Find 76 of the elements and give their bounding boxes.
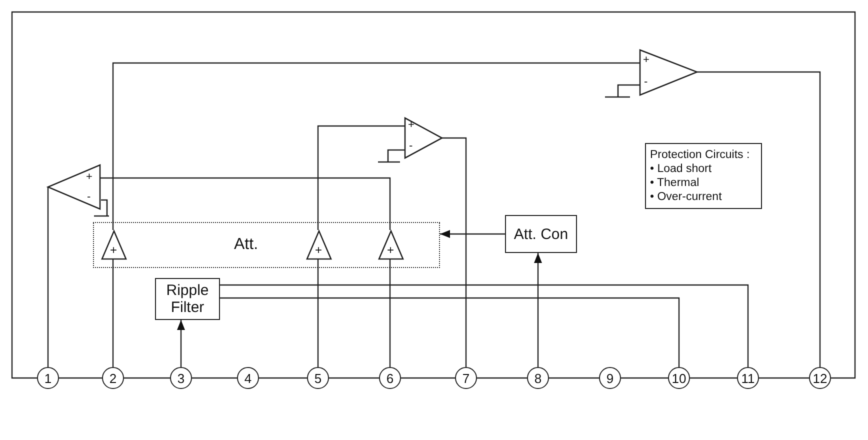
arrow: [534, 253, 542, 367]
pin-number: 8: [534, 372, 542, 384]
connection-line: [549, 377, 599, 379]
note-item: • Thermal: [650, 176, 700, 190]
minus-sign: -: [87, 192, 91, 203]
pin-number: 11: [741, 372, 755, 384]
block-label: Att. Con: [514, 226, 568, 242]
connection-line: [759, 377, 809, 379]
pin-number: 6: [386, 372, 394, 384]
pin-number: 4: [244, 372, 252, 384]
connection-line: [329, 377, 379, 379]
minus-sign: -: [644, 77, 648, 88]
connection-line: [477, 377, 527, 379]
connection-line: [442, 137, 467, 367]
plus-sign: +: [86, 172, 92, 183]
connection-line: [317, 258, 319, 367]
pin-circle: [668, 367, 690, 389]
buffer-amplifier: [379, 231, 403, 259]
buffer-amplifier: [102, 231, 126, 259]
connection-line: [11, 11, 856, 379]
connection-line: [100, 177, 391, 230]
connection-line: [621, 377, 668, 379]
plus-sign: +: [315, 244, 322, 256]
function-block: [505, 215, 577, 253]
pin-number: 10: [672, 372, 686, 384]
pin-number: 9: [606, 372, 614, 384]
connection-line: [59, 377, 102, 379]
pin-number: 5: [314, 372, 322, 384]
pin-circle: [527, 367, 549, 389]
note-item: • Load short: [650, 162, 712, 176]
connection-line: [697, 71, 821, 367]
pin-number: 1: [44, 372, 52, 384]
pin-circle: [307, 367, 329, 389]
connection-line: [112, 258, 114, 367]
pin-circle: [170, 367, 192, 389]
block-label: Att.: [234, 237, 258, 253]
attenuator-block: [93, 222, 440, 268]
pin-number: 3: [177, 372, 185, 384]
op-amp: [48, 165, 100, 209]
pin-number: 7: [462, 372, 470, 384]
note-box: [645, 143, 762, 209]
pin-circle: [455, 367, 477, 389]
arrow: [177, 320, 185, 367]
plus-sign: +: [387, 244, 394, 256]
connection-line: [690, 377, 737, 379]
block-label: Ripple Filter: [165, 282, 210, 316]
note-item: • Over-current: [650, 190, 722, 204]
pin-number: 12: [812, 372, 828, 384]
connection-line: [220, 297, 680, 367]
plus-sign: +: [408, 120, 414, 131]
pin-circle: [737, 367, 759, 389]
pin-circle: [37, 367, 59, 389]
note-heading: Protection Circuits :: [650, 148, 750, 162]
arrow: [440, 230, 505, 238]
connection-line: [401, 377, 455, 379]
connection-line: [47, 187, 49, 367]
connection-line: [389, 258, 391, 367]
plus-sign: +: [110, 244, 118, 256]
pin-circle: [102, 367, 124, 389]
op-amp: [405, 118, 442, 158]
op-amp: [640, 50, 697, 95]
plus-sign: +: [643, 55, 650, 66]
pin-circle: [237, 367, 259, 389]
function-block: [155, 278, 220, 320]
pin-circle: [809, 367, 831, 389]
connection-line: [220, 284, 749, 367]
connection-line: [317, 125, 405, 230]
minus-sign: -: [409, 141, 413, 152]
pin-circle: [379, 367, 401, 389]
buffer-amplifier: [307, 231, 331, 259]
connection-line: [259, 377, 307, 379]
pin-circle: [599, 367, 621, 389]
connection-line: [112, 62, 640, 230]
connection-line: [192, 377, 237, 379]
pin-number: 2: [109, 372, 117, 384]
connection-line: [124, 377, 170, 379]
